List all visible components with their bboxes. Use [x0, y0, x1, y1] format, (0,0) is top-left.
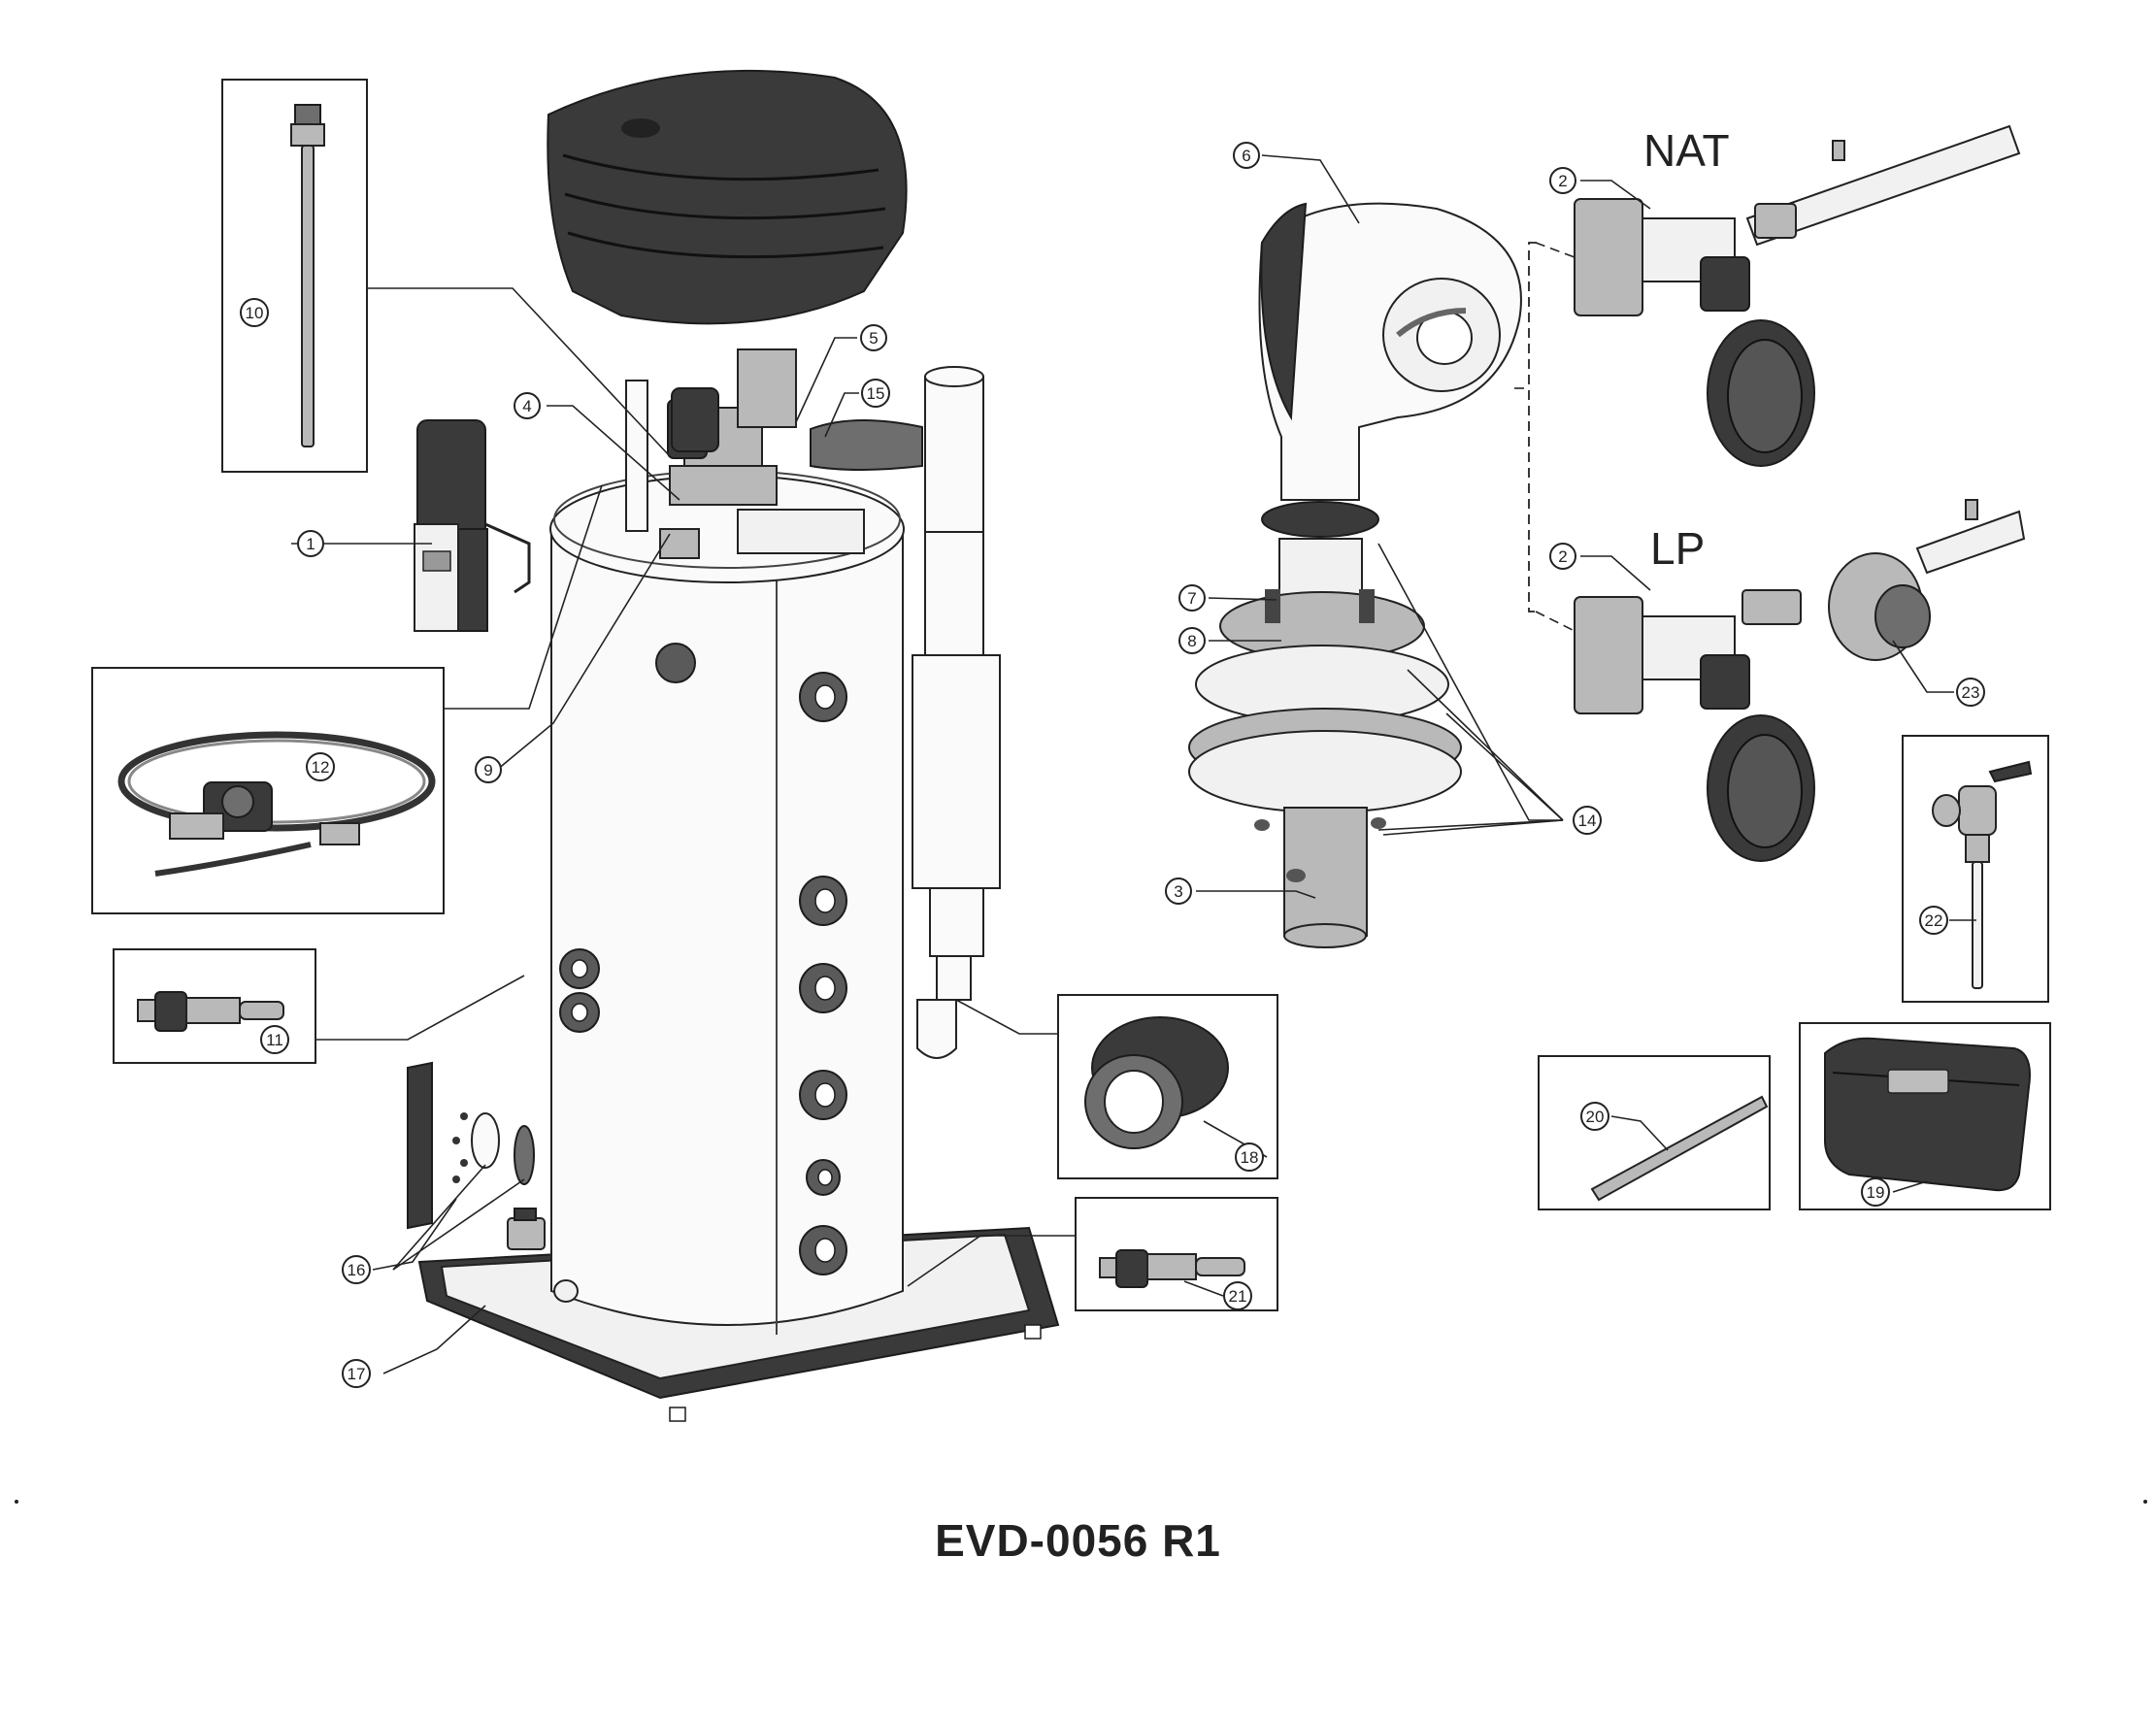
- svg-text:22: 22: [1925, 911, 1943, 930]
- part-6-blower: [1258, 202, 1522, 501]
- callout-8: 8: [1178, 627, 1206, 654]
- callout-3: 3: [1165, 878, 1192, 905]
- svg-text:20: 20: [1586, 1108, 1605, 1126]
- corner-mark: [15, 1500, 18, 1504]
- part-19-display-cover: [1824, 1037, 2031, 1192]
- part-11-sensor: [137, 991, 284, 1032]
- part-16-gasket-hardware: [407, 1061, 535, 1230]
- callout-22: 22: [1919, 906, 1948, 935]
- svg-text:10: 10: [246, 304, 264, 322]
- svg-text:21: 21: [1229, 1287, 1247, 1306]
- callout-2-nat: 2: [1549, 167, 1576, 194]
- callout-12: 12: [306, 752, 335, 781]
- callout-19: 19: [1861, 1177, 1890, 1207]
- variant-label-nat: NAT: [1643, 125, 1730, 176]
- callout-17: 17: [342, 1359, 371, 1388]
- svg-text:2: 2: [1558, 547, 1567, 566]
- callout-4: 4: [514, 392, 541, 419]
- svg-text:18: 18: [1241, 1148, 1259, 1167]
- leader-lines: [291, 154, 1976, 1374]
- part-2-gas-valve-lp: [1574, 589, 1815, 862]
- svg-text:6: 6: [1242, 147, 1250, 165]
- diagram-code: EVD-0056 R1: [935, 1515, 1221, 1566]
- svg-text:4: 4: [522, 397, 531, 415]
- svg-text:16: 16: [348, 1261, 366, 1279]
- svg-text:5: 5: [869, 329, 878, 348]
- callout-23: 23: [1956, 678, 1985, 707]
- inset-box-20: [1538, 1055, 1771, 1210]
- part-12-pressure-switch: [117, 731, 436, 877]
- part-21-sensor: [1099, 1249, 1245, 1288]
- callout-2-lp: 2: [1549, 543, 1576, 570]
- callout-18: 18: [1235, 1142, 1264, 1172]
- svg-text:8: 8: [1187, 632, 1196, 650]
- svg-text:9: 9: [483, 761, 492, 779]
- part-18-coupler: [1084, 1016, 1229, 1149]
- callout-21: 21: [1223, 1281, 1252, 1310]
- callout-9: 9: [475, 756, 502, 783]
- callout-1: 1: [297, 530, 324, 557]
- callouts: 1 2 2 3 4 5 6 7 8 9 10 11 12 14 15 16 17…: [240, 142, 1985, 1388]
- svg-text:17: 17: [348, 1365, 366, 1383]
- part-22-relief-valve: [1932, 760, 2033, 989]
- tank-blower: [671, 348, 923, 471]
- part-10-probe: [290, 104, 325, 447]
- top-cover: [547, 69, 908, 325]
- callout-14: 14: [1573, 806, 1602, 835]
- svg-text:23: 23: [1962, 683, 1980, 702]
- svg-text:2: 2: [1558, 172, 1567, 190]
- svg-text:15: 15: [867, 384, 885, 403]
- part-20-rod: [1590, 1095, 1769, 1202]
- part-2-gas-valve-nat: [1574, 124, 2021, 467]
- vent-pipe: [912, 366, 1001, 1059]
- svg-text:19: 19: [1867, 1183, 1885, 1202]
- svg-text:11: 11: [266, 1031, 283, 1049]
- water-heater-tank: [417, 380, 1060, 1422]
- svg-text:1: 1: [306, 535, 315, 553]
- callout-6: 6: [1233, 142, 1260, 169]
- callout-16: 16: [342, 1255, 371, 1284]
- svg-text:14: 14: [1578, 811, 1597, 830]
- callout-15: 15: [861, 379, 890, 408]
- part-1-control-module: [414, 419, 531, 632]
- burner-assembly: [1188, 501, 1462, 948]
- svg-text:3: 3: [1174, 882, 1182, 901]
- variant-label-lp: LP: [1650, 523, 1706, 574]
- callout-10: 10: [240, 298, 269, 327]
- callout-20: 20: [1580, 1102, 1609, 1131]
- callout-5: 5: [860, 324, 887, 351]
- variant-bracket: [1528, 242, 1537, 613]
- corner-mark: [2143, 1500, 2147, 1504]
- svg-text:12: 12: [312, 758, 330, 777]
- part-17-drain-valve: [507, 1208, 546, 1250]
- part-23-regulator: [1828, 499, 2026, 661]
- callout-7: 7: [1178, 584, 1206, 612]
- svg-text:7: 7: [1187, 589, 1196, 608]
- callout-11: 11: [260, 1025, 289, 1054]
